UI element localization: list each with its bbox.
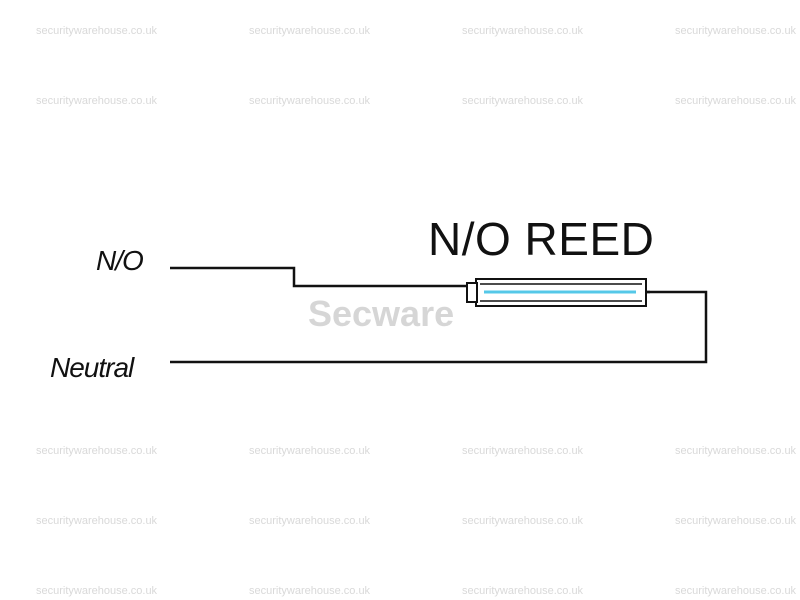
terminal-label-neutral: Neutral [50, 352, 134, 383]
diagram-title: N/O REED [428, 213, 655, 265]
watermark-text: securitywarehouse.co.uk [36, 585, 158, 597]
watermark-text: securitywarehouse.co.uk [675, 515, 797, 527]
watermark-text: securitywarehouse.co.uk [462, 585, 584, 597]
watermark-text: securitywarehouse.co.uk [36, 445, 158, 457]
center-watermark: Secware [308, 293, 455, 334]
reed-left-cap [466, 282, 478, 303]
watermark-text: securitywarehouse.co.uk [675, 95, 797, 107]
watermark-text: securitywarehouse.co.uk [249, 585, 371, 597]
watermark-text: securitywarehouse.co.uk [249, 25, 371, 37]
terminal-label-no: N/O [96, 245, 144, 276]
watermark-text: securitywarehouse.co.uk [36, 25, 158, 37]
watermark-text: securitywarehouse.co.uk [36, 95, 158, 107]
watermark-text: securitywarehouse.co.uk [462, 25, 584, 37]
watermark-text: securitywarehouse.co.uk [462, 95, 584, 107]
watermark-text: securitywarehouse.co.uk [675, 585, 797, 597]
watermark-text: securitywarehouse.co.uk [249, 515, 371, 527]
watermark-text: securitywarehouse.co.uk [462, 445, 584, 457]
watermark-text: securitywarehouse.co.uk [675, 445, 797, 457]
watermark-text: securitywarehouse.co.uk [675, 25, 797, 37]
neutral-wire [170, 290, 708, 364]
watermark-text: securitywarehouse.co.uk [36, 515, 158, 527]
watermark-text: securitywarehouse.co.uk [249, 95, 371, 107]
watermark-text: securitywarehouse.co.uk [462, 515, 584, 527]
watermark-text: securitywarehouse.co.uk [249, 445, 371, 457]
no-wire [170, 266, 468, 288]
